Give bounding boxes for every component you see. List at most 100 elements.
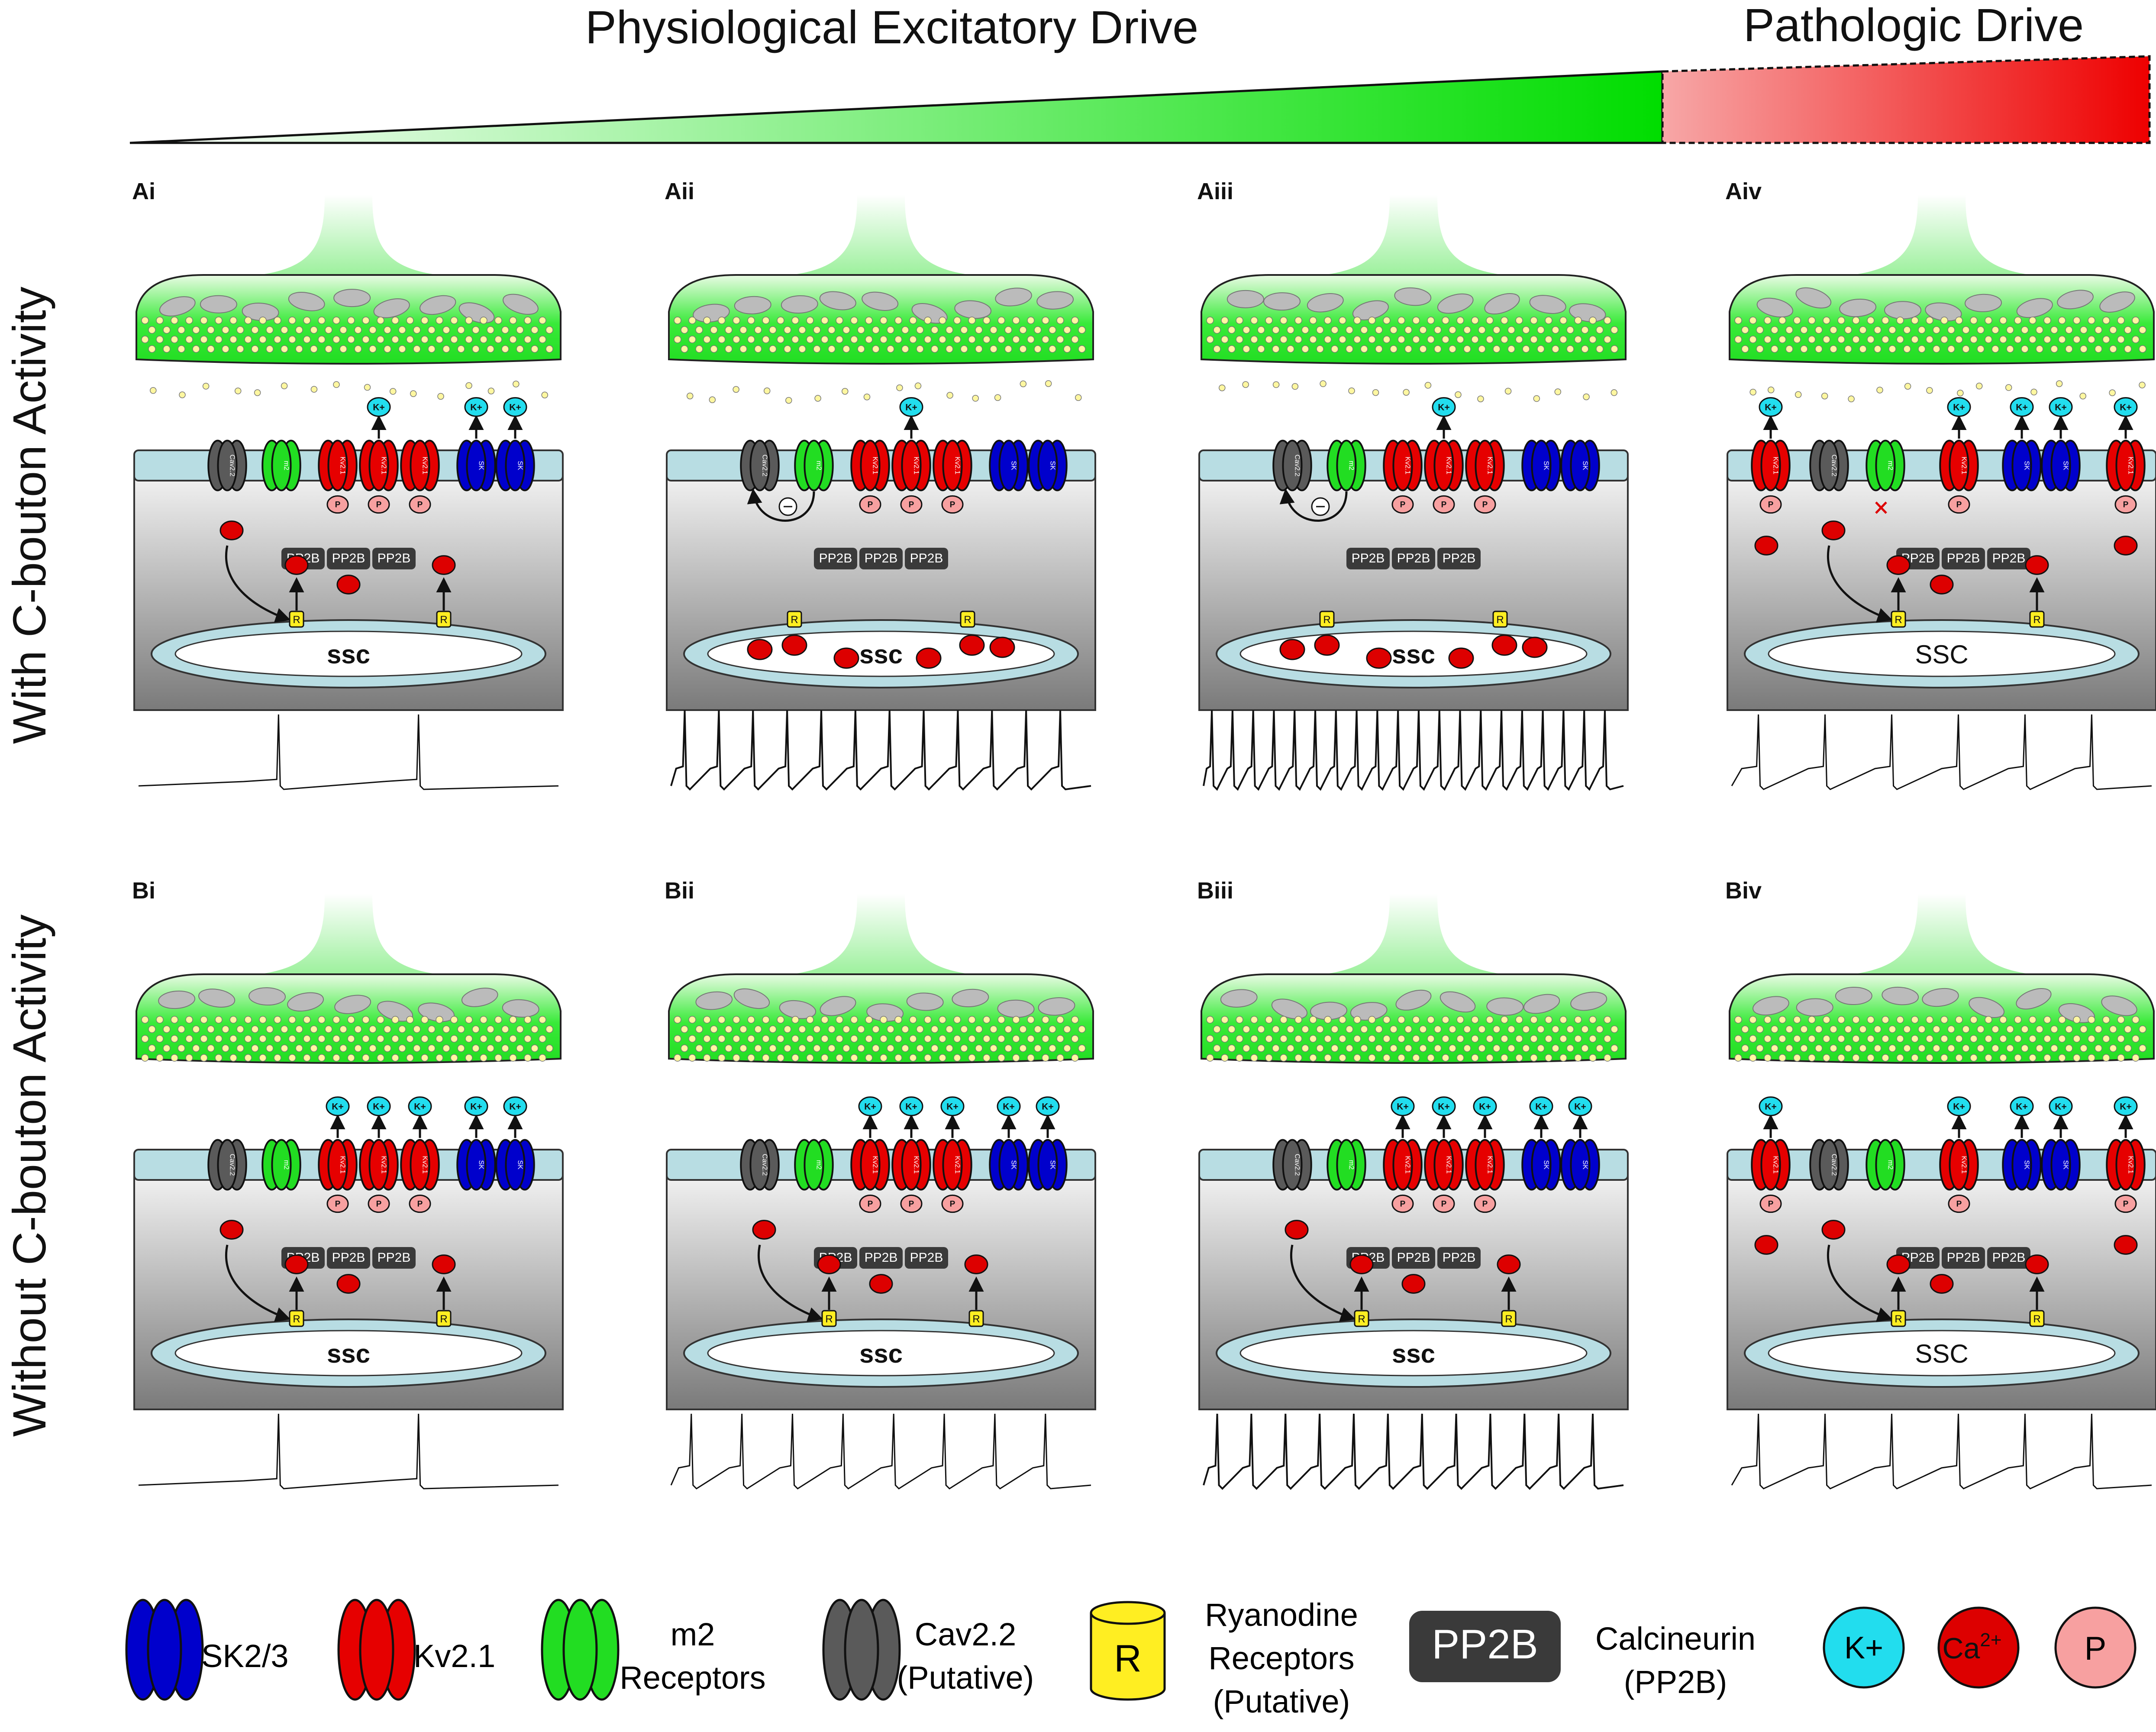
sk-channel: SK [456,439,496,491]
pp2b-calcineurin: PP2B [1437,1247,1481,1269]
phospho-p: P [1391,495,1414,514]
svg-text:P: P [417,1200,423,1209]
phospho-p: P [368,495,390,514]
cav2-2-channel-label: Cav2.2 [1830,1154,1838,1176]
pp2b-calcineurin: PP2B [1987,1247,2030,1269]
kv2-1-channel-label: Kv2.1 [421,1156,429,1174]
k-ion-icon [1823,1606,1905,1689]
c-bouton-terminal [668,894,1094,1064]
ryanodine-receptor: R [2029,1310,2045,1327]
phospho-p: P [859,1194,881,1213]
svg-text:K+: K+ [1574,1102,1586,1112]
sk-channel: SK [2002,439,2042,491]
kv2-1-channel: Kv2.1 [1424,1139,1464,1191]
sk-channel-label: SK [516,461,524,470]
sk-channel: SK [1560,1139,1600,1191]
kv2-1-channel-label: Kv2.1 [954,457,961,475]
svg-text:PP2B: PP2B [910,1251,943,1265]
c-bouton-terminal [1201,894,1627,1064]
subsurface-cistern: ssc [683,1318,1079,1388]
k-ion: K+ [2049,397,2073,417]
phospho-p: P [1391,1194,1414,1213]
kv2-1-channel: Kv2.1 [1751,439,1791,491]
ryanodine-receptor: R [821,1310,837,1327]
k-ion: K+ [326,1096,350,1116]
calcium-ion [1401,1274,1426,1294]
cav2-2-channel: Cav2.2 [1809,1139,1849,1191]
cav2-2-channel: Cav2.2 [1272,1139,1312,1191]
panel-id-label: Ai [132,178,155,204]
calcium-ion [1491,634,1517,656]
kv2-1-channel: Kv2.1 [359,1139,399,1191]
svg-text:P: P [868,501,873,510]
phospho-p: P [326,1194,349,1213]
voltage-trace [670,710,1091,791]
phospho-p: P [1433,1194,1455,1213]
kv2-1-channel-label: Kv2.1 [1404,1156,1411,1174]
kv2-1-channel-label: Kv2.1 [380,1156,387,1174]
sk-channel-label: SK [1543,1160,1550,1170]
k-ion: K+ [2114,1096,2138,1116]
svg-text:K+: K+ [2055,1102,2066,1112]
sk-channel: SK [456,1139,496,1191]
cav2-2-channel: Cav2.2 [740,439,780,491]
cav-channel-icon [822,1599,901,1701]
svg-text:R: R [964,614,971,626]
phospho-p: P [900,495,923,514]
kv2-1-channel: Kv2.1 [1751,1139,1791,1191]
svg-text:P: P [1441,1200,1447,1209]
k-ion: K+ [899,397,923,417]
svg-text:P: P [909,501,914,510]
legend-m2-label-2: Receptors [620,1660,765,1696]
legend-ryr: R Ryanodine Receptors (Putative) [1090,1597,1358,1719]
calcium-ion [1314,634,1340,656]
kv2-1-channel-label: Kv2.1 [1486,1156,1494,1174]
sk-channel: SK [495,439,535,491]
legend-pp2b-label-2: (PP2B) [1624,1664,1727,1700]
svg-text:P: P [1956,501,1962,510]
panel-id-label: Aiii [1197,178,1233,204]
kv2-1-channel: Kv2.1 [359,439,399,491]
kv2-1-channel: Kv2.1 [1383,439,1423,491]
cav2-2-channel-label: Cav2.2 [761,1154,768,1176]
kv2-1-channel: Kv2.1 [318,439,358,491]
calcium-ion [869,1274,893,1294]
c-bouton-terminal [1729,894,2155,1064]
cav2-2-channel: Cav2.2 [1809,439,1849,491]
ryanodine-receptor: R [436,611,452,628]
k-ion: K+ [940,1096,965,1116]
pp2b-calcineurin: PP2B [327,548,370,569]
calcium-ion [916,647,942,669]
calcium-ion [336,575,361,595]
sk-channel-label: SK [478,461,485,470]
svg-text:PP2B: PP2B [1947,1251,1980,1265]
cav2-2-channel-label: Cav2.2 [229,455,236,477]
svg-text:R: R [2033,1313,2040,1325]
pp2b-calcineurin: PP2B [1437,548,1481,569]
svg-text:R: R [440,614,447,626]
sk-channel-label: SK [478,1160,485,1170]
calcium-ion [1754,536,1778,556]
svg-text:K+: K+ [509,1102,521,1112]
pp2b-calcineurin: PP2B [905,548,948,569]
calcium-ion [1886,555,1911,575]
pp2b-calcineurin: PP2B [905,1247,948,1269]
calcium-ion [1930,575,1954,595]
svg-text:R: R [293,1313,300,1325]
pp2b-calcineurin: PP2B [1942,548,1985,569]
svg-text:K+: K+ [2016,1102,2027,1112]
kv2-1-channel-label: Kv2.1 [1445,457,1452,475]
legend-pp2b-label-1: Calcineurin [1595,1621,1756,1657]
svg-text:K+: K+ [2120,1102,2131,1112]
phospho-p: P [1474,1194,1496,1213]
svg-text:P: P [335,1200,341,1209]
subsurface-cistern: ssc [151,1318,546,1388]
sk-channel: SK [1028,1139,1068,1191]
m2-receptor-label: m2 [1348,1160,1355,1170]
k-ion: K+ [2010,1096,2034,1116]
legend-ca-ion-text: Ca2+ [1942,1629,2001,1665]
calcium-ion [1279,639,1305,660]
svg-text:PP2B: PP2B [1947,551,1980,565]
